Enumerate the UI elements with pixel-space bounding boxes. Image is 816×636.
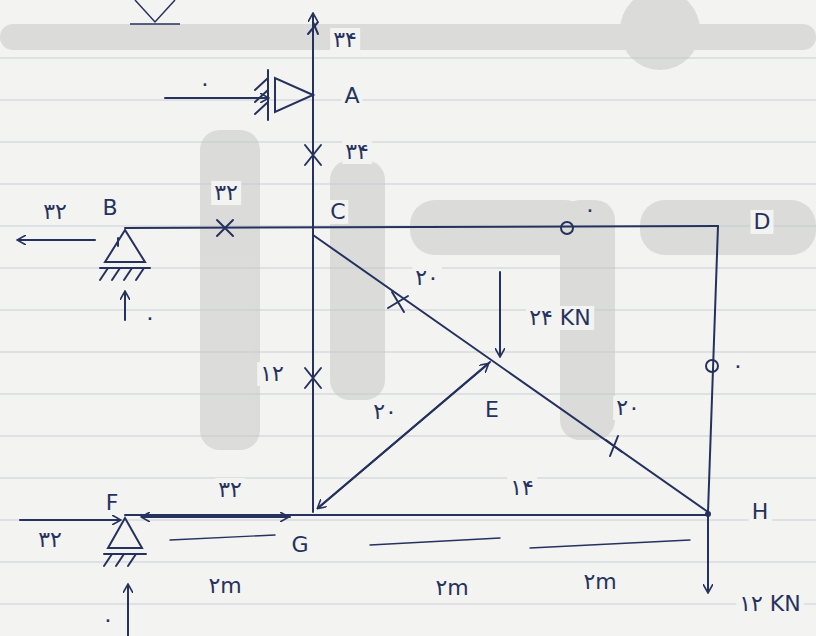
dimension: ۲m (580, 570, 619, 594)
reaction-value: ۰ (99, 608, 117, 632)
joint-label: C (327, 200, 348, 224)
member-force: ۲۰ (412, 266, 442, 290)
reaction-value: ۳۴ (330, 28, 360, 52)
member-force: ۱۲ (257, 362, 287, 386)
joint-label: F (103, 491, 122, 515)
joint-label: E (482, 398, 502, 422)
member-force: ۳۲ (211, 181, 241, 205)
joint-label: A (341, 84, 362, 108)
member-force: ۱۴ (507, 476, 537, 500)
joint-label: H (749, 500, 772, 524)
member-force: ۳۴ (342, 140, 372, 164)
member-force: ۳۲ (215, 478, 245, 502)
joint-label: B (99, 196, 120, 220)
member-force: ۰ (581, 198, 599, 222)
reaction-value: ۳۲ (40, 200, 70, 224)
joint-label: G (288, 533, 311, 557)
dimension: ۲m (432, 576, 471, 600)
joint-label: D (751, 210, 774, 234)
reaction-value: ۰ (141, 306, 159, 330)
member-force: ۲۰ (613, 396, 643, 420)
member-force: ۲۰ (370, 400, 400, 424)
reaction-value: ۰ (196, 72, 214, 96)
member-force: ۰ (729, 354, 747, 378)
dimension: ۲m (205, 574, 244, 598)
reaction-value: ۳۲ (35, 528, 65, 552)
load-value: ۱۲ KN (736, 592, 804, 616)
load-value: ۲۴ KN (526, 306, 594, 330)
